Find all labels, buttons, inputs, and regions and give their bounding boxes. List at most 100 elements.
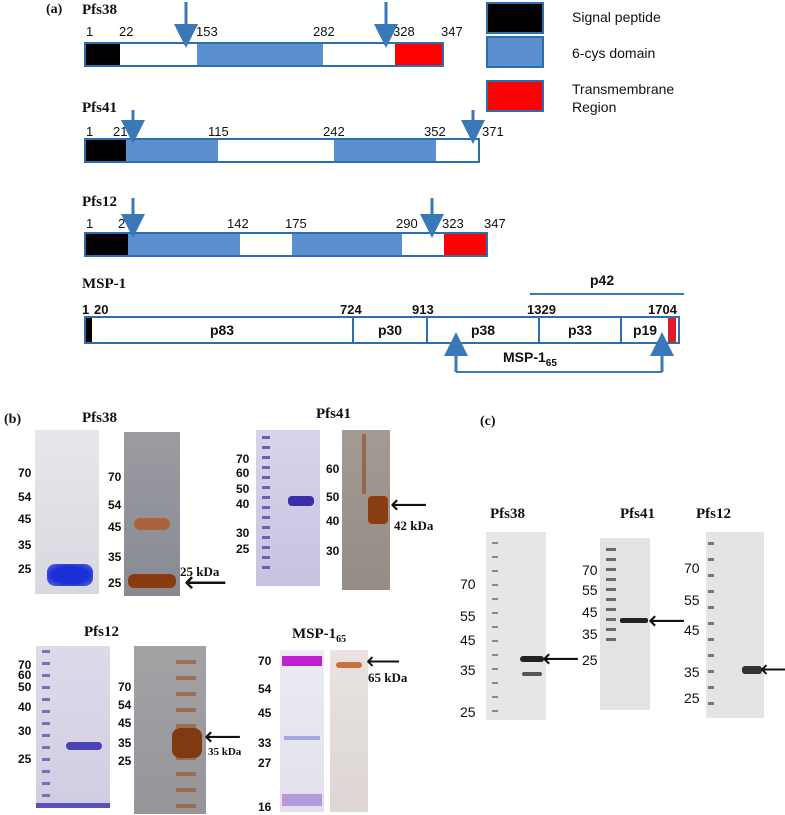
pfs41-schematic-title: Pfs41	[82, 100, 117, 116]
panel-a-label: (a)	[46, 2, 63, 17]
b-pfs41-ladder-40: 40	[236, 497, 250, 511]
pfs12-domain-bar	[84, 232, 488, 257]
pfs41-pos-115: 115	[208, 124, 229, 139]
pfs12-6cys-segment	[128, 234, 240, 255]
b-pfs41-blot-streak	[362, 434, 366, 494]
c-pfs12-ladder-55: 55	[684, 592, 700, 608]
pfs41-plain-segment	[436, 140, 478, 161]
c-pfs12-blot	[706, 532, 764, 718]
pfs12-pos-142: 142	[227, 216, 249, 231]
pfs38-tm-segment	[394, 44, 442, 65]
b-pfs41-band-arrow: ⟵	[390, 490, 428, 520]
b-pfs38-wb-ladder-25: 25	[108, 576, 122, 590]
msp1-signal-segment	[86, 318, 92, 342]
b-pfs38-wb-ladder-35: 35	[108, 550, 122, 564]
msp1-segment-p19: p19	[632, 322, 658, 338]
b-pfs12-protein-band	[66, 742, 102, 750]
pfs41-6cys-segment	[126, 140, 218, 161]
b-pfs38-ladder-54: 54	[18, 490, 32, 504]
c-pfs38-ladder-55: 55	[460, 608, 476, 624]
msp1-domain-bar: p83 p30 p38 p33 p19	[84, 316, 680, 344]
b-pfs38-coomassie-gel	[35, 430, 99, 594]
b-pfs41-ladder-lane	[262, 436, 270, 576]
b-pfs12-dye-front	[36, 803, 110, 808]
b-msp165-ladder-16: 16	[258, 800, 272, 814]
panel-c-label: (c)	[480, 414, 496, 429]
pfs12-pos-2: 2	[118, 216, 126, 231]
c-pfs38-band-arrow: ⟵	[542, 644, 580, 674]
msp1-segment-p30: p30	[354, 318, 428, 342]
msp1-pos-913: 913	[412, 302, 434, 317]
b-msp165-ladder-27: 27	[258, 756, 272, 770]
pfs41-pos-371: 371	[482, 124, 504, 139]
b-pfs12-ladder-25: 25	[18, 752, 32, 766]
legend-signal-peptide: Signal peptide	[572, 9, 661, 25]
pfs38-pos-1: 1	[86, 24, 94, 39]
c-pfs41-band-arrow: ⟵	[648, 606, 686, 636]
b-pfs38-ladder-70: 70	[18, 466, 32, 480]
b-pfs12-ladder-50: 50	[18, 680, 32, 694]
c-pfs38-band	[520, 656, 544, 662]
b-pfs12-ladder-60: 60	[18, 668, 32, 682]
b-pfs12-ladder-30: 30	[18, 724, 32, 738]
msp1-p42-label: p42	[590, 272, 615, 288]
b-pfs41-wb-ladder-60: 60	[326, 462, 340, 476]
c-pfs41-ladder-45: 45	[582, 604, 598, 620]
b-pfs12-wb-ladder-25: 25	[118, 754, 132, 768]
pfs38-schematic-title: Pfs38	[82, 2, 117, 18]
c-pfs12-title: Pfs12	[696, 506, 731, 522]
c-pfs41-ladder-25: 25	[582, 652, 598, 668]
pfs41-signal-segment	[86, 140, 126, 161]
b-pfs12-ladder-40: 40	[18, 700, 32, 714]
msp1-pos-1704: 1704	[648, 302, 677, 317]
msp1-pos-1: 1	[82, 302, 90, 317]
msp1-pos-1329: 1329	[527, 302, 556, 317]
b-msp165-western-blot	[330, 650, 368, 812]
b-msp165-ladder-33: 33	[258, 736, 272, 750]
c-pfs41-band	[620, 618, 648, 623]
b-pfs38-ladder-45: 45	[18, 512, 32, 526]
b-pfs12-title: Pfs12	[84, 624, 119, 640]
b-pfs41-ladder-25: 25	[236, 542, 250, 556]
b-msp165-title: MSP-165	[292, 626, 347, 645]
b-pfs38-western-blot	[124, 432, 180, 596]
b-pfs38-wb-ladder-45: 45	[108, 520, 122, 534]
pfs12-plain-segment	[402, 234, 444, 255]
pfs38-pos-328: 328	[393, 24, 415, 39]
c-pfs38-ladder-25: 25	[460, 704, 476, 720]
b-pfs41-wb-ladder-40: 40	[326, 514, 340, 528]
c-pfs12-ladder-25: 25	[684, 690, 700, 706]
c-pfs12-ladder-lane	[708, 542, 714, 712]
pfs38-pos-22: 22	[119, 24, 134, 39]
legend-swatch-signal	[486, 2, 544, 34]
pfs41-pos-21: 21	[113, 124, 128, 139]
b-msp165-ladder-gel	[280, 650, 324, 812]
c-pfs41-ladder-70: 70	[582, 562, 598, 578]
pfs41-pos-242: 242	[323, 124, 345, 139]
pfs41-6cys-segment	[334, 140, 436, 161]
pfs38-pos-282: 282	[313, 24, 335, 39]
b-pfs12-western-blot	[134, 646, 206, 814]
b-pfs41-title: Pfs41	[316, 406, 351, 422]
c-pfs41-title: Pfs41	[620, 506, 655, 522]
b-msp165-band-arrow: ⟵	[366, 647, 401, 675]
panel-b-label: (b)	[4, 412, 22, 427]
legend-transmembrane-region: Transmembrane Region	[572, 81, 675, 115]
b-pfs38-wb-ladder-54: 54	[108, 498, 122, 512]
msp1-segment-p83: p83	[92, 318, 354, 342]
b-pfs38-protein-band	[47, 564, 93, 586]
pfs38-6cys-segment	[196, 44, 324, 65]
b-pfs38-wb-ladder-70: 70	[108, 470, 122, 484]
b-pfs38-title: Pfs38	[82, 410, 117, 426]
b-pfs12-band-arrow: ⟵	[204, 722, 242, 752]
pfs12-6cys-segment	[292, 234, 402, 255]
b-pfs38-band-arrow: ⟵	[184, 565, 228, 600]
legend-6cys-domain: 6-cys domain	[572, 45, 656, 61]
pfs12-plain-segment	[240, 234, 292, 255]
c-pfs12-ladder-35: 35	[684, 664, 700, 680]
c-pfs38-ladder-70: 70	[460, 576, 476, 592]
c-pfs12-band-arrow: ⟵	[760, 655, 785, 683]
pfs38-pos-347: 347	[441, 24, 463, 39]
c-pfs38-blot	[486, 532, 546, 720]
b-pfs41-wb-ladder-30: 30	[326, 544, 340, 558]
